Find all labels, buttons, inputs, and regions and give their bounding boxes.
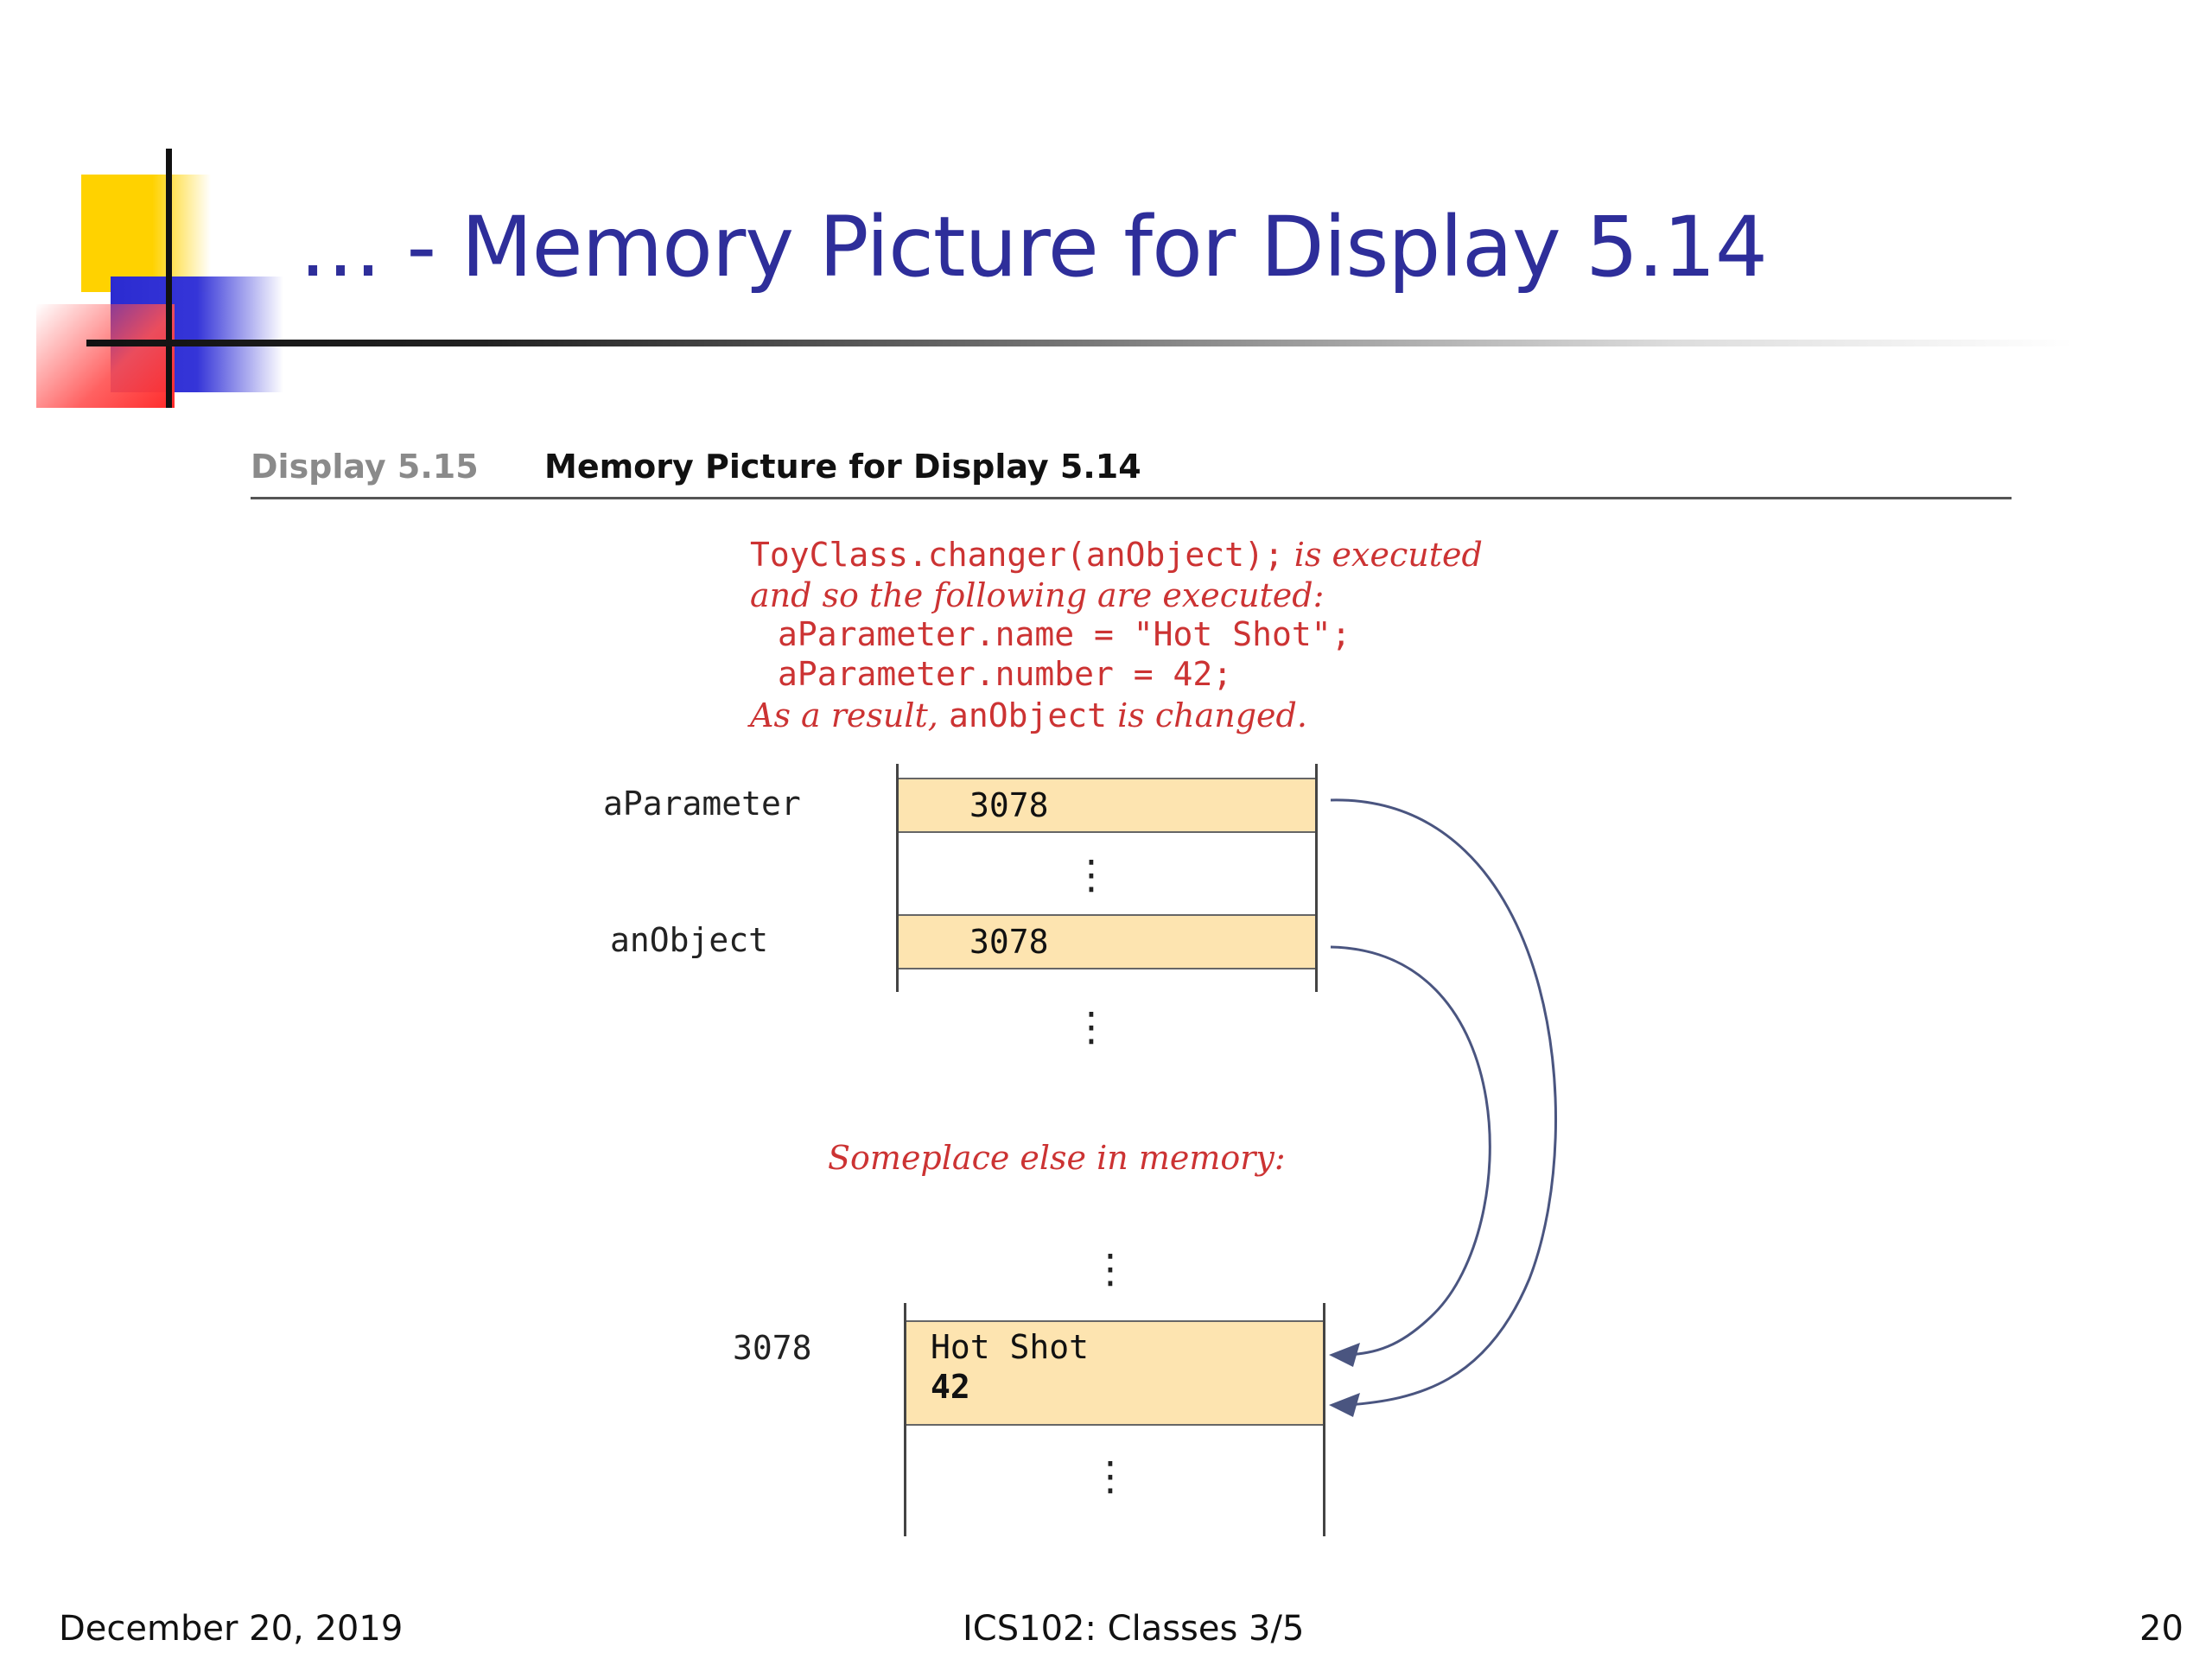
memory-cell-aparameter: 3078 (899, 778, 1315, 833)
memory-cell-object: Hot Shot 42 (906, 1320, 1323, 1426)
display-title: Memory Picture for Display 5.14 (544, 448, 1141, 486)
arrow-head-aparameter (1329, 1393, 1360, 1417)
arrow-head-anobject (1329, 1343, 1360, 1367)
memory-column-left-rule (896, 764, 899, 992)
result-prefix: As a result, (750, 696, 949, 734)
variable-label-anobject: anObject (610, 921, 769, 959)
object-number-value: 42 (931, 1368, 970, 1406)
slide-title: … - Memory Picture for Display 5.14 (299, 199, 1768, 296)
cell-value-anobject: 3078 (969, 923, 1049, 961)
call-code: ToyClass.changer(anObject); (750, 536, 1284, 574)
annotation-line-1: ToyClass.changer(anObject); is executed (750, 536, 1483, 574)
object-name-value: Hot Shot (931, 1328, 1090, 1366)
logo-red-square (36, 304, 175, 408)
footer-page-number: 20 (2139, 1609, 2183, 1649)
arrow-aparameter-to-object (1330, 798, 1558, 1407)
result-code: anObject (948, 696, 1107, 734)
title-underline (86, 340, 2074, 346)
logo-vertical-line (166, 149, 172, 408)
elsewhere-label: Someplace else in memory: (828, 1139, 1286, 1177)
call-suffix: is executed (1283, 536, 1483, 574)
display-label: Display 5.15 (251, 448, 479, 486)
variable-label-aparameter: aParameter (603, 785, 801, 823)
object-address-label: 3078 (733, 1329, 812, 1367)
annotation-line-5: As a result, anObject is changed. (750, 696, 1307, 734)
annotation-statement-1: aParameter.name = "Hot Shot"; (778, 615, 1351, 653)
annotation-statement-2: aParameter.number = 42; (778, 655, 1233, 693)
object-column-right-rule (1323, 1303, 1325, 1536)
logo-yellow-square (81, 175, 211, 292)
memory-column-right-rule (1315, 764, 1318, 992)
arrow-anobject-to-object (1330, 945, 1491, 1357)
result-suffix: is changed. (1107, 696, 1307, 734)
object-column-left-rule (904, 1303, 906, 1536)
annotation-line-2: and so the following are executed: (750, 576, 1325, 614)
caption-divider (251, 497, 2012, 499)
memory-cell-anobject: 3078 (899, 914, 1315, 969)
cell-value-aparameter: 3078 (969, 786, 1049, 824)
footer-date: December 20, 2019 (59, 1609, 404, 1649)
footer-course: ICS102: Classes 3/5 (963, 1609, 1305, 1649)
